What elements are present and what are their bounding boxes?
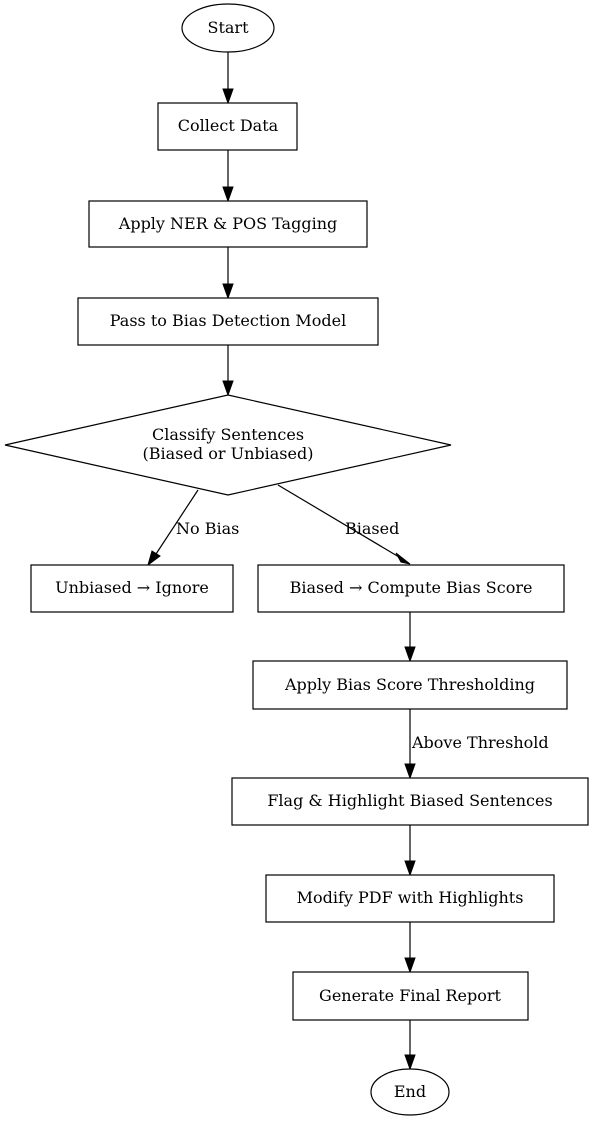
edge-threshold-flag-arrowhead [404, 763, 416, 780]
node-collect-data: Collect Data [157, 102, 298, 151]
node-bias-model: Pass to Bias Detection Model [77, 297, 379, 346]
node-start-shape [181, 3, 275, 53]
node-collect-data-shape [157, 102, 298, 151]
node-threshold-shape [252, 660, 568, 710]
edge-classify-biased [277, 484, 400, 558]
node-biased-label: Biased → Compute Bias Score [290, 578, 533, 597]
node-unbiased: Unbiased → Ignore [30, 564, 234, 613]
node-tagging: Apply NER & POS Tagging [88, 200, 368, 248]
node-flag: Flag & Highlight Biased Sentences [231, 777, 589, 826]
node-flag-label: Flag & Highlight Biased Sentences [267, 791, 552, 810]
node-bias-model-label: Pass to Bias Detection Model [110, 311, 347, 330]
node-biased: Biased → Compute Bias Score [257, 564, 565, 613]
edge-label-biased: Biased [345, 519, 399, 538]
edge-classify-biased-arrowhead [395, 552, 411, 565]
node-modify-pdf-shape [265, 874, 555, 923]
edge-report-end-arrowhead [404, 1054, 416, 1071]
node-modify-pdf: Modify PDF with Highlights [265, 874, 555, 923]
flowchart-edge-labels: No Bias Biased Above Threshold [176, 519, 549, 752]
node-end-label: End [394, 1082, 426, 1101]
node-start-label: Start [207, 18, 249, 37]
node-classify: Classify Sentences (Biased or Unbiased) [4, 394, 452, 496]
flowchart-edges [147, 52, 416, 1071]
node-end: End [370, 1068, 450, 1116]
node-report-label: Generate Final Report [319, 986, 502, 1005]
node-bias-model-shape [77, 297, 379, 346]
node-biased-shape [257, 564, 565, 613]
node-classify-shape [4, 394, 452, 496]
edge-label-above-threshold: Above Threshold [411, 733, 549, 752]
edge-start-collect-arrowhead [222, 88, 234, 105]
node-threshold: Apply Bias Score Thresholding [252, 660, 568, 710]
node-end-shape [370, 1068, 450, 1116]
edge-classify-unbiased [155, 489, 199, 555]
node-unbiased-label: Unbiased → Ignore [55, 578, 209, 597]
node-tagging-label: Apply NER & POS Tagging [118, 214, 337, 233]
node-classify-label-line2: (Biased or Unbiased) [143, 444, 314, 463]
node-threshold-label: Apply Bias Score Thresholding [284, 675, 535, 694]
node-start: Start [181, 3, 275, 53]
node-modify-pdf-label: Modify PDF with Highlights [297, 888, 524, 907]
edge-model-classify-arrowhead [222, 380, 234, 397]
node-report: Generate Final Report [292, 971, 529, 1021]
edge-tagging-model-arrowhead [222, 283, 234, 300]
edge-flag-modify-arrowhead [404, 860, 416, 877]
node-tagging-shape [88, 200, 368, 248]
edge-classify-unbiased-arrowhead [147, 550, 161, 567]
edge-collect-tagging-arrowhead [222, 186, 234, 203]
node-collect-data-label: Collect Data [178, 116, 279, 135]
node-report-shape [292, 971, 529, 1021]
edge-label-no-bias: No Bias [176, 519, 239, 538]
edge-biased-threshold-arrowhead [404, 646, 416, 663]
node-flag-shape [231, 777, 589, 826]
node-unbiased-shape [30, 564, 234, 613]
node-classify-label-line1: Classify Sentences [152, 425, 304, 444]
edge-modify-report-arrowhead [404, 957, 416, 974]
